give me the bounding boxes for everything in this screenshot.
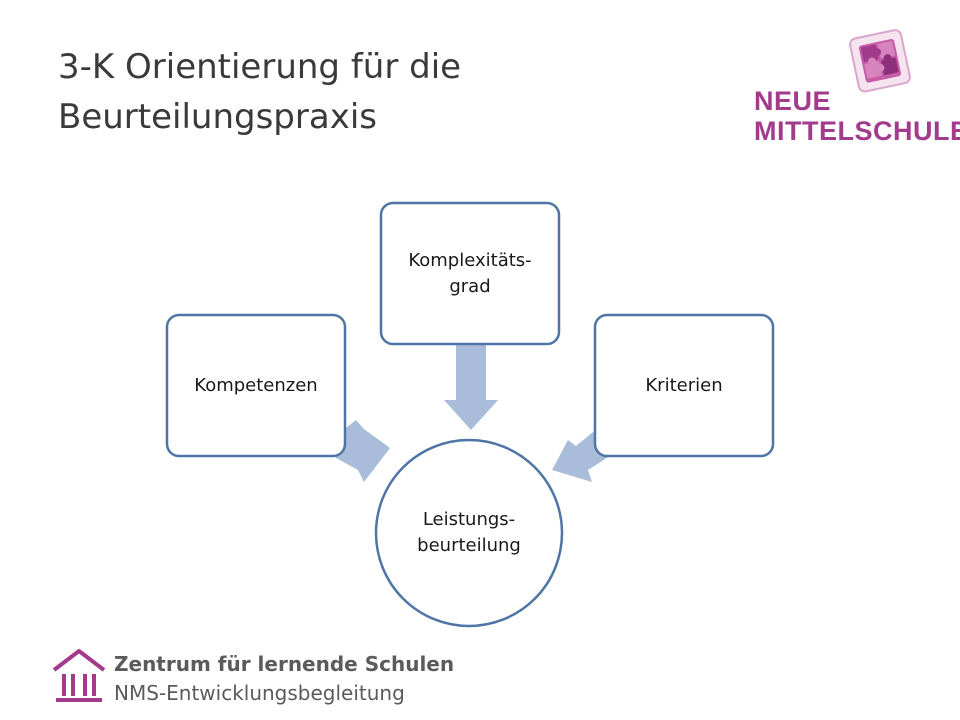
puzzle-icon (849, 29, 911, 93)
node-box-left (165, 313, 347, 458)
node-box-right (593, 313, 775, 458)
center-label: Leistungs- beurteilung (376, 440, 562, 626)
node-top-line1: Komplexitäts- (408, 249, 532, 271)
arrow-left-to-center (336, 420, 390, 482)
slide-title-line1: 3-K Orientierung für die (58, 47, 462, 87)
center-circle (374, 438, 564, 628)
school-building-icon (52, 649, 106, 702)
footer-line1: Zentrum für lernende Schulen (114, 652, 455, 676)
node-top-line2: grad (449, 275, 491, 297)
center-line1: Leistungs- (422, 509, 516, 530)
footer-line2: NMS-Entwicklungsbegleitung (114, 681, 405, 705)
center-line2: beurteilung (417, 535, 521, 556)
node-label-top: Komplexitäts- grad (381, 203, 559, 344)
slide-title-line2: Beurteilungspraxis (58, 97, 377, 137)
node-label-right: Kriterien (595, 315, 773, 456)
arrow-top-to-center (444, 345, 498, 430)
node-label-left: Kompetenzen (167, 315, 345, 456)
footer-logo: Zentrum für lernende Schulen NMS-Entwick… (52, 648, 455, 710)
node-left-label: Kompetenzen (194, 374, 318, 396)
slide-title: 3-K Orientierung für die Beurteilungspra… (58, 42, 698, 142)
logo-text-neue: NEUE (754, 86, 832, 116)
node-right-label: Kriterien (645, 374, 723, 396)
node-box-top (379, 201, 561, 346)
neue-mittelschule-logo: NEUE MITTELSCHULE (752, 18, 960, 158)
logo-text-mittelschule: MITTELSCHULE (754, 116, 960, 146)
